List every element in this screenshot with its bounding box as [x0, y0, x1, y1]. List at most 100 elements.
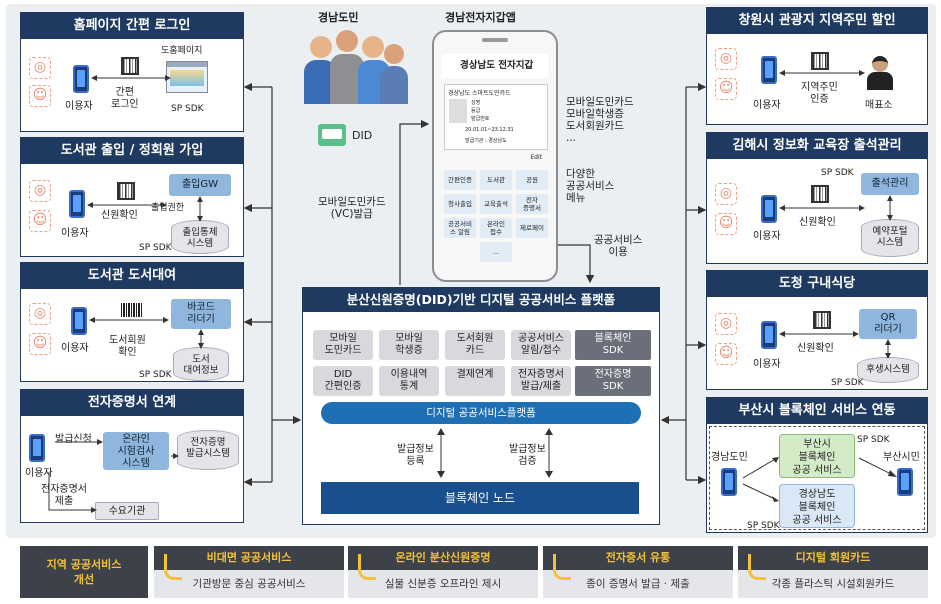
- app-menu-item[interactable]: 간편인증: [444, 170, 476, 190]
- sdk-label: SP SDK: [831, 378, 864, 388]
- user-label: 이용자: [753, 231, 781, 242]
- platform-title: 분산신원증명(DID)기반 디지털 공공서비스 플랫폼: [303, 288, 659, 312]
- app-menu-item[interactable]: 도서관: [480, 170, 512, 190]
- panel-busan: 부산시 블록체인 서비스 연동 경남도민 부산시민 SP SDK 부산시 블록체…: [706, 397, 928, 533]
- face-id-icon: ☺: [715, 213, 737, 235]
- verify-label: 지역주민 인증: [801, 82, 838, 105]
- verify-arrow-label: 발급정보 검증: [509, 444, 546, 467]
- panel-e-certificate: 전자증명서 연계 이용자 발급신청 온라인 시험검사 시스템 전자증명 발급시스…: [20, 389, 244, 523]
- sdk-label: SP SDK: [747, 521, 780, 531]
- bottom-item-head: 온라인 분산신원증명: [348, 546, 538, 570]
- bottom-item-head: 디지털 회원카드: [738, 546, 928, 570]
- app-menu-item[interactable]: 제로페이: [516, 218, 548, 238]
- verify-label: 신원확인: [797, 343, 834, 354]
- turn-arrow-icon: [358, 554, 376, 580]
- qr-code-icon: [813, 311, 831, 329]
- qr-reader-box: QR 리더기: [859, 309, 917, 339]
- platform-feature-cell: DID 간편인증: [313, 366, 373, 396]
- register-arrow-label: 발급정보 등록: [397, 444, 434, 467]
- bottom-item-body: 기관방문 중심 공공서비스: [154, 570, 344, 598]
- fingerprint-icon: ◎: [715, 313, 737, 335]
- card-line: 발급번호: [471, 116, 490, 122]
- edit-link[interactable]: Edit: [530, 154, 542, 161]
- panel-library-entry: 도서관 출입 / 정회원 가입 ◎ ☺ 이용자 신원확인 출입GW 출입권한 출…: [20, 137, 244, 257]
- barcode-reader-box: 바코드 리더기: [171, 299, 231, 329]
- step-label: 간편 로그인: [111, 87, 139, 110]
- verify-label: 도서회원 확인: [109, 335, 146, 358]
- app-menu-item[interactable]: ...: [480, 242, 512, 262]
- panel-title: 전자증명서 연계: [21, 390, 243, 416]
- platform-feature-cell: 모바일 도민카드: [313, 330, 373, 360]
- left-user-label: 경남도민: [711, 452, 748, 463]
- reservation-portal-db: 예약포털 시스템: [861, 219, 919, 257]
- arrow: [197, 196, 203, 222]
- arrow: [89, 317, 169, 323]
- phone-icon: [761, 195, 777, 223]
- platform-feature-cell: 이용내역 통계: [379, 366, 439, 396]
- panel-title: 도청 구내식당: [707, 271, 927, 297]
- platform-feature-cell: 블록체인 SDK: [575, 330, 651, 360]
- citizens-label: 경남도민: [318, 11, 359, 24]
- app-label: 경남전자지갑앱: [445, 11, 516, 24]
- welfare-system-db: 후생시스템: [857, 357, 919, 383]
- app-menu-item[interactable]: 전자 증명서: [516, 194, 548, 214]
- bottom-item-head: 비대면 공공서비스: [154, 546, 344, 570]
- phone-icon: [897, 468, 913, 496]
- card-line: 20.01.01~23.12.31: [465, 127, 514, 133]
- platform-feature-cell: 공공서비스 알림/접수: [511, 330, 571, 360]
- app-menu-item[interactable]: 공원: [516, 170, 548, 190]
- arrows: [742, 457, 897, 502]
- vc-issue-label: 모바일도민카드 (VC)발급: [318, 196, 386, 220]
- face-id-icon: ☺: [715, 343, 737, 365]
- card-line: 성명: [471, 100, 481, 106]
- turn-arrow-icon: [164, 554, 182, 580]
- face-id-icon: ☺: [29, 210, 51, 232]
- arrow: [885, 339, 891, 359]
- fingerprint-icon: ◎: [715, 183, 737, 205]
- busan-chain-box: 부산시 블록체인 공공 서비스: [779, 434, 855, 478]
- platform-bar: 디지털 공공서비스플랫폼: [321, 402, 641, 424]
- did-label: DID: [352, 129, 373, 142]
- phone-icon: [761, 56, 777, 84]
- qr-code-icon: [121, 57, 139, 75]
- app-menu-item[interactable]: 온라인 접수: [480, 218, 512, 238]
- panel-homepage-login: 홈페이지 간편 로그인 ◎ ☺ 이용자 간편 로그인 도홈페이지 SP SDK: [20, 12, 244, 132]
- fingerprint-icon: ◎: [29, 180, 51, 202]
- bottom-item-body: 종이 증명서 발급 · 제출: [543, 570, 733, 598]
- arrow: [87, 202, 167, 208]
- app-menu-item[interactable]: 공공서비 스 알림: [444, 218, 476, 238]
- app-menu-item[interactable]: 교육출석: [480, 194, 512, 214]
- verify-label: 신원확인: [799, 217, 836, 228]
- arrow: [779, 205, 865, 211]
- vertical-arrows: [437, 428, 553, 478]
- app-menu-item[interactable]: 청사출입: [444, 194, 476, 214]
- panel-title: 김해시 정보화 교육장 출석관리: [707, 133, 927, 159]
- dashed-frame: [709, 426, 925, 530]
- submit-label: 전자증명서 제출: [41, 484, 87, 507]
- user-label: 이용자: [753, 100, 781, 111]
- service-menu-note: 다양한 공공서비스 메뉴: [566, 168, 615, 204]
- phone-icon: [761, 321, 777, 349]
- app-header: 경상남도 전자지갑: [442, 54, 548, 78]
- platform-feature-cell: 도서회원 카드: [445, 330, 505, 360]
- panel-title: 부산시 블록체인 서비스 연동: [707, 398, 927, 424]
- user-label: 이용자: [65, 101, 93, 112]
- card-title: 경상남도 스마트도민카드: [448, 90, 511, 97]
- booth-label: 매표소: [865, 100, 893, 111]
- online-test-system-box: 온라인 시험검사 시스템: [103, 432, 169, 470]
- qr-code-icon: [811, 185, 829, 203]
- bottom-lead-box: 지역 공공서비스 개선: [20, 546, 148, 598]
- did-card-icon: [318, 124, 346, 146]
- panel-library-loan: 도서관 도서대여 ◎ ☺ 이용자 도서회원 확인 바코드 리더기 도서 대여정보…: [20, 262, 244, 382]
- verify-label: 신원확인: [101, 210, 138, 221]
- turn-arrow-icon: [553, 554, 571, 580]
- barcode-icon: [121, 303, 143, 317]
- panel-title: 도서관 도서대여: [21, 263, 243, 289]
- fingerprint-icon: ◎: [29, 303, 51, 325]
- fingerprint-icon: ◎: [29, 57, 51, 79]
- citizens-group-icon: [300, 30, 410, 110]
